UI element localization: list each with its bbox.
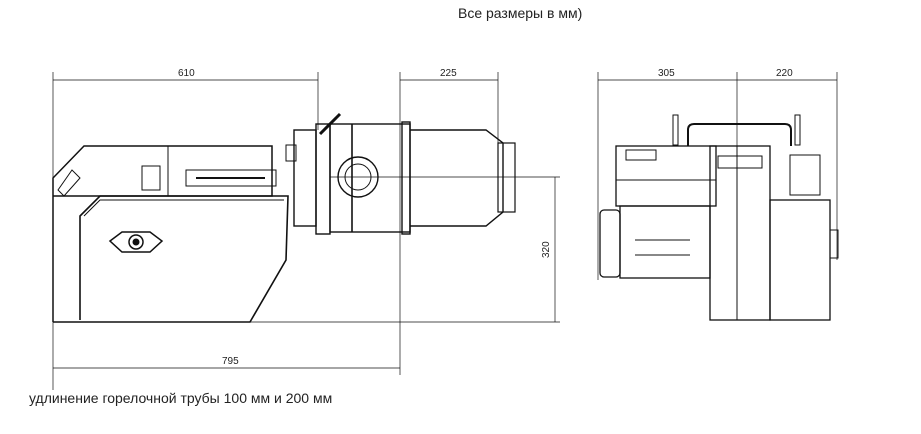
inlet-flange xyxy=(108,231,164,253)
dim-320-label: 320 xyxy=(541,241,552,258)
front-view: 305 220 xyxy=(597,68,839,321)
dimension-610: 610 xyxy=(52,68,319,390)
blast-tube xyxy=(410,129,504,227)
motor xyxy=(619,205,711,279)
dim-795-label: 795 xyxy=(222,356,239,367)
drawing-title: Все размеры в мм) xyxy=(458,5,583,21)
control-box xyxy=(615,145,717,207)
dim-610-label: 610 xyxy=(178,68,195,79)
dim-225-label: 225 xyxy=(440,68,457,79)
tube-extension-note: удлинение горелочной трубы 100 мм и 200 … xyxy=(29,390,333,406)
dimension-795: 795 xyxy=(53,356,400,369)
dimension-320: 320 xyxy=(250,176,560,323)
dim-220-label: 220 xyxy=(776,68,793,79)
dimension-220: 220 xyxy=(737,68,838,260)
dim-305-label: 305 xyxy=(658,68,675,79)
dimension-225: 225 xyxy=(399,68,499,375)
side-view: 610 225 320 795 xyxy=(52,68,560,390)
fan-housing xyxy=(709,145,771,321)
